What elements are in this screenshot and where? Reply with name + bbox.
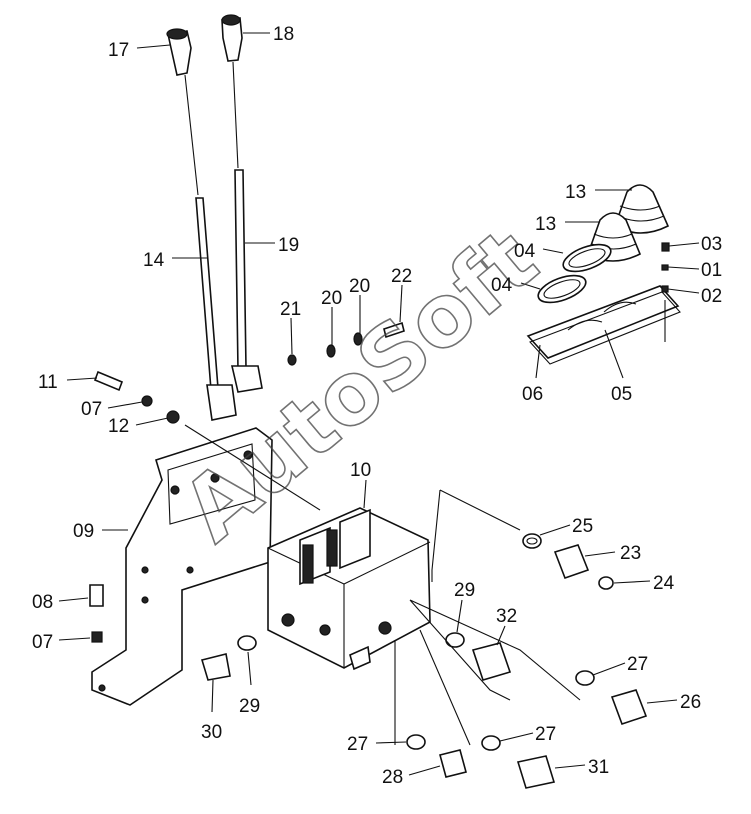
callout-05: 05: [611, 384, 632, 405]
callout-14: 14: [143, 250, 165, 271]
pin-row: [287, 321, 405, 366]
callout-20: 20: [349, 276, 370, 297]
lever-14: [184, 74, 237, 421]
callout-24: 24: [653, 573, 675, 594]
callout-11: 11: [38, 372, 58, 393]
callout-20: 20: [321, 288, 342, 309]
callout-04: 04: [514, 241, 536, 262]
fittings: [200, 533, 648, 789]
callout-01: 01: [701, 260, 722, 281]
callout-03: 03: [701, 234, 722, 255]
callout-26: 26: [680, 692, 701, 713]
callout-19: 19: [278, 235, 299, 256]
knob-17: [166, 28, 192, 76]
bolt-08-washer-07: [89, 584, 104, 643]
callout-09: 09: [73, 521, 94, 542]
callout-07: 07: [81, 399, 102, 420]
callout-22: 22: [391, 266, 412, 287]
knob-18: [221, 14, 243, 62]
callout-25: 25: [572, 516, 593, 537]
callout-02: 02: [701, 286, 722, 307]
callout-27: 27: [347, 734, 368, 755]
callout-08: 08: [32, 592, 53, 613]
callout-31: 31: [588, 757, 609, 778]
callout-13: 13: [565, 182, 586, 203]
leader-lines: [58, 32, 700, 776]
callout-06: 06: [522, 384, 543, 405]
callout-10: 10: [350, 460, 371, 481]
callout-labels: 17 18 14 19 21 20 20 22 13 13 04 04 03 0…: [32, 24, 722, 788]
callout-17: 17: [108, 40, 129, 61]
callout-18: 18: [273, 24, 294, 45]
callout-29: 29: [239, 696, 260, 717]
callout-04: 04: [491, 275, 513, 296]
callout-21: 21: [280, 299, 301, 320]
bolt-11-washer-07-nut-12: [93, 370, 180, 424]
gaskets-04: [537, 243, 612, 304]
callout-30: 30: [201, 722, 222, 743]
base-plates-05-06: [526, 285, 681, 365]
callout-23: 23: [620, 543, 641, 564]
callout-29: 29: [454, 580, 475, 601]
callout-27: 27: [627, 654, 648, 675]
bracket-09: [91, 427, 273, 706]
control-valve-10: [267, 507, 431, 671]
callout-13: 13: [535, 214, 556, 235]
routing-lines: [184, 424, 581, 746]
callout-12: 12: [108, 416, 129, 437]
lever-19: [230, 61, 263, 393]
callout-27: 27: [535, 724, 556, 745]
callout-32: 32: [496, 606, 517, 627]
callout-28: 28: [382, 767, 403, 788]
callout-07: 07: [32, 632, 53, 653]
fasteners-01-02-03: [661, 242, 670, 342]
